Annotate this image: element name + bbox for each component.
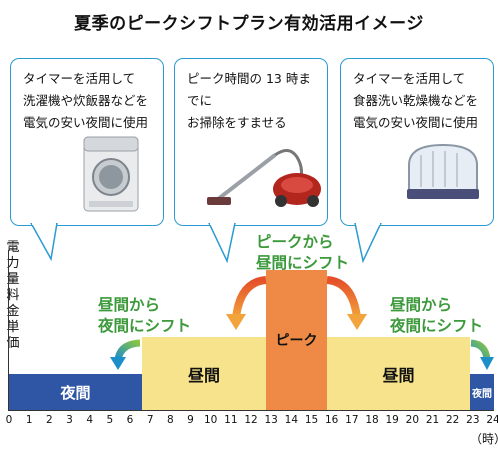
tip-line: タイマーを活用して <box>23 71 136 86</box>
hour-tick-label: 20 <box>405 414 420 426</box>
hour-tick-label: 23 <box>466 414 480 426</box>
tip-bubble-laundry: タイマーを活用して 洗濯機や炊飯器などを 電気の安い夜間に使用 <box>10 58 164 261</box>
arrow-peak-to-day-left <box>232 276 267 319</box>
y-axis-label-char: 電 <box>6 240 20 255</box>
y-axis-label: 電力量料金単価 <box>5 240 21 352</box>
hour-tick-label: 15 <box>304 414 319 426</box>
bubble-tail <box>208 223 236 263</box>
hour-tick-label: 13 <box>264 414 278 426</box>
hour-tick-label: 19 <box>385 414 399 426</box>
arrow-peak-to-day-right <box>326 276 361 319</box>
page-title: 夏季のピークシフトプラン有効活用イメージ <box>74 14 424 34</box>
hour-tick-label: 18 <box>365 414 379 426</box>
dish-dryer-icon <box>407 143 479 199</box>
period-label: ピーク <box>275 333 318 349</box>
x-axis-line <box>8 410 494 411</box>
period-night-late: 夜間 <box>470 374 494 410</box>
hour-tick-label: 10 <box>203 414 218 426</box>
hour-tick-label: 7 <box>146 414 154 426</box>
vacuum-cleaner-icon <box>207 149 321 207</box>
y-axis-label-char: 量 <box>6 272 20 287</box>
y-axis-label-char: 力 <box>6 256 20 271</box>
hour-tick-label: 2 <box>45 414 53 426</box>
period-night-early: 夜間 <box>9 374 142 410</box>
bubble-tail <box>354 223 382 263</box>
hour-tick-label: 16 <box>324 414 339 426</box>
y-axis-label-char: 金 <box>6 304 20 319</box>
hour-tick-label: 17 <box>345 414 359 426</box>
time-unit-label: （時） <box>470 432 498 446</box>
arrow-head <box>226 314 246 330</box>
washing-machine-icon <box>83 136 139 212</box>
tip-line: お掃除をすませる <box>187 115 287 130</box>
tip-line: 電気の安い夜間に使用 <box>353 115 479 130</box>
hour-tick-label: 24 <box>486 414 498 426</box>
hour-tick-label: 6 <box>126 414 134 426</box>
hour-tick-label: 22 <box>445 414 460 426</box>
arrow-head <box>110 357 126 370</box>
shift-text-peak: ピークから 昼間にシフト <box>256 233 350 272</box>
hour-tick-label: 0 <box>5 414 13 426</box>
period-day-morning: 昼間 <box>142 337 266 410</box>
bubble-tail <box>30 223 58 261</box>
period-label: 昼間 <box>187 365 220 385</box>
hour-tick-label: 11 <box>224 414 238 426</box>
tip-line: ピーク時間の 13 時までに <box>187 71 311 108</box>
tip-line: 洗濯機や炊飯器などを <box>23 93 149 108</box>
hour-tick-label: 3 <box>66 414 73 426</box>
hour-tick-label: 12 <box>244 414 258 426</box>
hour-tick-label: 14 <box>284 414 299 426</box>
tip-line: 食器洗い乾燥機などを <box>353 93 479 108</box>
y-axis-label-char: 単 <box>6 320 20 335</box>
arrow-head <box>347 314 367 330</box>
hour-tick-label: 21 <box>425 414 440 426</box>
period-label: 夜間 <box>472 388 492 400</box>
y-axis-label-char: 価 <box>6 336 20 351</box>
y-axis-label-char: 料 <box>6 288 20 303</box>
hour-tick-label: 4 <box>86 414 93 426</box>
hour-tick-label: 9 <box>187 414 194 426</box>
hour-tick-label: 1 <box>25 414 33 426</box>
period-peak: ピーク <box>266 270 327 410</box>
period-day-evening: 昼間 <box>327 337 470 410</box>
period-label: 夜間 <box>60 383 91 402</box>
period-label: 昼間 <box>382 365 415 385</box>
shift-text-right: 昼間から 夜間にシフト <box>390 296 484 335</box>
tip-bubble-cleaning: ピーク時間の 13 時までに お掃除をすませる <box>174 58 328 263</box>
arrow-head <box>480 357 494 370</box>
hour-tick-label: 5 <box>106 414 114 426</box>
tip-bubble-dishes: タイマーを活用して 食器洗い乾燥機などを 電気の安い夜間に使用 <box>340 58 494 263</box>
y-axis-line <box>8 250 9 410</box>
shift-text-left: 昼間から 夜間にシフト <box>98 296 192 335</box>
tip-line: 電気の安い夜間に使用 <box>23 115 149 130</box>
tip-line: タイマーを活用して <box>353 71 466 86</box>
hour-tick-label: 8 <box>166 414 174 426</box>
